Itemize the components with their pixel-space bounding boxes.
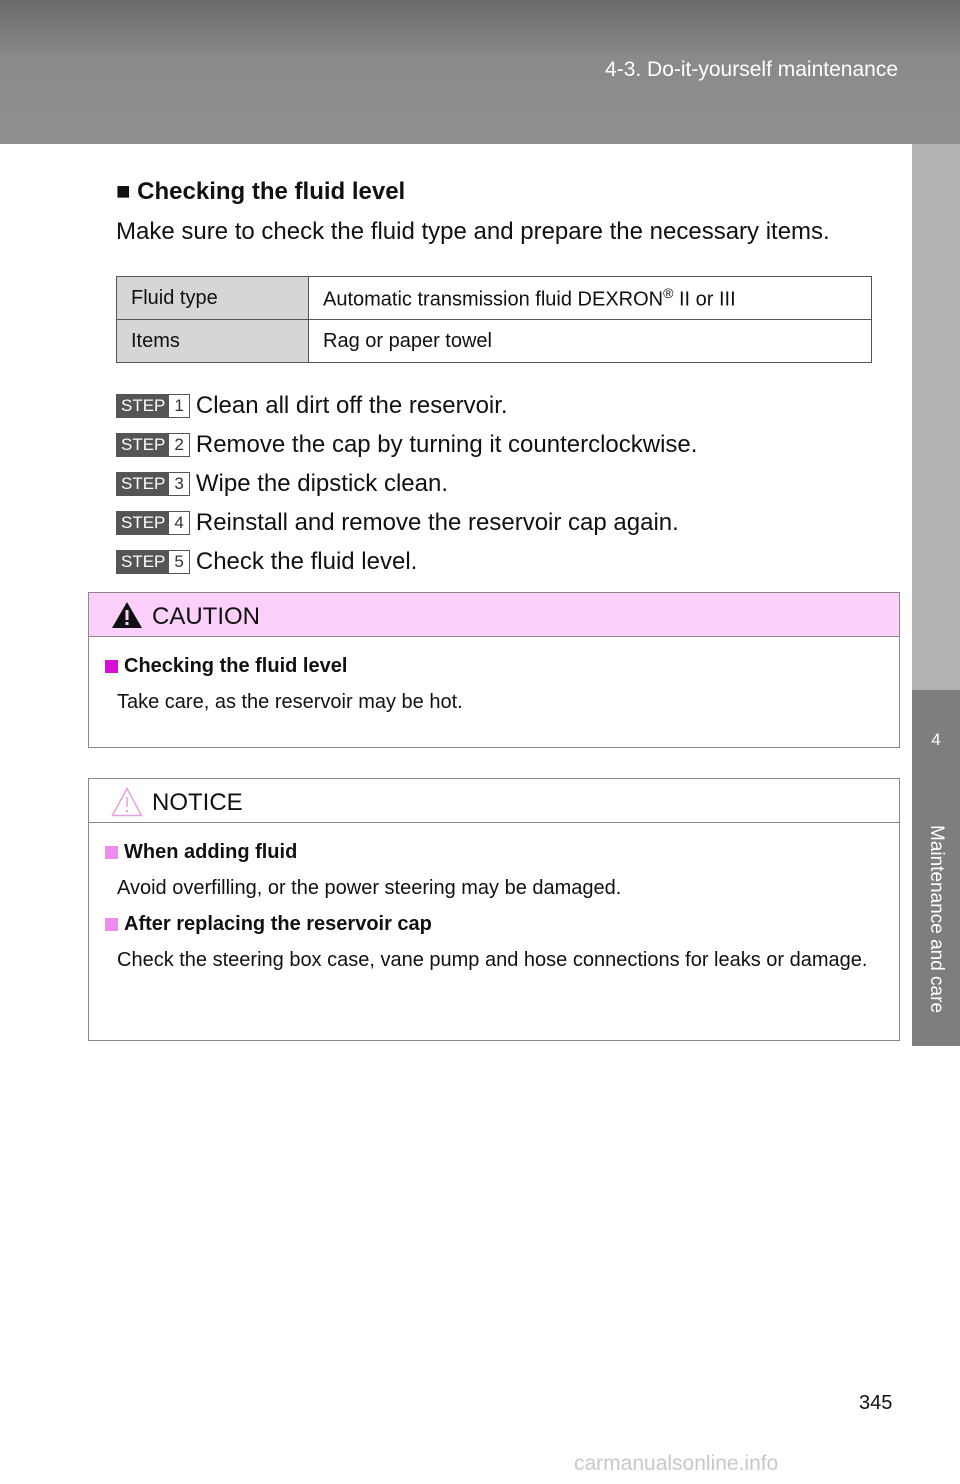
step-badge-word: STEP xyxy=(117,550,170,573)
notice-title: NOTICE xyxy=(152,789,243,816)
step-badge-word: STEP xyxy=(117,472,170,495)
notice-icon xyxy=(111,787,143,817)
step-text: Remove the cap by turning it countercloc… xyxy=(195,430,698,458)
caution-icon xyxy=(112,602,142,628)
caution-item-text: Take care, as the reservoir may be hot. xyxy=(117,691,463,713)
row-label: Items xyxy=(116,319,309,363)
caution-item-heading-text: Checking the fluid level xyxy=(124,655,348,677)
step-badge-word: STEP xyxy=(117,511,170,534)
table-row: Fluid type Automatic transmission fluid … xyxy=(116,276,872,320)
notice-item-text: Check the steering box case, vane pump a… xyxy=(117,949,868,971)
chapter-tab[interactable]: 4 xyxy=(912,690,960,792)
row-value: Rag or paper towel xyxy=(308,319,872,363)
step-badge-number: 4 xyxy=(169,511,189,534)
heading-text: Checking the fluid level xyxy=(137,178,406,205)
header-band: 4-3. Do-it-yourself maintenance xyxy=(0,0,960,144)
notice-body: When adding fluid Avoid overfilling, or … xyxy=(89,823,899,975)
fluid-grade: II or III xyxy=(673,288,736,311)
notice-item-heading-text: After replacing the reservoir cap xyxy=(124,913,432,935)
caution-title: CAUTION xyxy=(152,603,260,630)
step-badge-number: 3 xyxy=(169,472,189,495)
bullet-square xyxy=(105,660,118,673)
watermark: carmanualsonline.info xyxy=(574,1452,779,1475)
side-tab-spacer xyxy=(912,144,960,690)
step-text: Check the fluid level. xyxy=(195,547,418,575)
step-badge-word: STEP xyxy=(117,394,170,417)
chapter-number: 4 xyxy=(931,730,941,749)
notice-item-heading: After replacing the reservoir cap xyxy=(105,913,891,936)
row-label: Fluid type xyxy=(116,276,309,320)
step-badge-number: 1 xyxy=(169,394,189,417)
step-text: Reinstall and remove the reservoir cap a… xyxy=(195,508,679,536)
notice-item-text: Avoid overfilling, or the power steering… xyxy=(117,877,622,899)
notice-item-heading: When adding fluid xyxy=(105,841,891,864)
section-title: 4-3. Do-it-yourself maintenance xyxy=(605,58,898,81)
table-row: Items Rag or paper towel xyxy=(116,319,872,363)
step-badge-number: 5 xyxy=(169,550,189,573)
chapter-title: Maintenance and care xyxy=(926,824,947,1014)
bullet-square xyxy=(105,918,118,931)
heading-marker: ■ xyxy=(116,178,131,205)
notice-item-heading-text: When adding fluid xyxy=(124,841,298,863)
notice-header: NOTICE xyxy=(89,779,899,823)
caution-header: CAUTION xyxy=(89,593,899,637)
caution-item-heading: Checking the fluid level xyxy=(105,655,891,678)
fluid-table: Fluid type Automatic transmission fluid … xyxy=(116,276,872,363)
row-value: Automatic transmission fluid DEXRON® II … xyxy=(308,276,872,320)
step-text: Wipe the dipstick clean. xyxy=(195,469,448,497)
registered-mark: ® xyxy=(663,284,674,301)
page-number: 345 xyxy=(859,1392,893,1414)
step-badge-word: STEP xyxy=(117,433,170,456)
caution-box: CAUTION Checking the fluid level Take ca… xyxy=(88,592,900,748)
bullet-square xyxy=(105,846,118,859)
fluid-name: Automatic transmission fluid DEXRON xyxy=(323,288,664,311)
step-text: Clean all dirt off the reservoir. xyxy=(195,391,508,419)
caution-body: Checking the fluid level Take care, as t… xyxy=(89,637,899,717)
chapter-label-tab[interactable]: Maintenance and care xyxy=(912,792,960,1046)
notice-box: NOTICE When adding fluid Avoid overfilli… xyxy=(88,778,900,1041)
step-badge-number: 2 xyxy=(169,433,189,456)
intro-text: Make sure to check the fluid type and pr… xyxy=(116,218,830,245)
section-heading: ■ Checking the fluid level xyxy=(116,178,405,206)
